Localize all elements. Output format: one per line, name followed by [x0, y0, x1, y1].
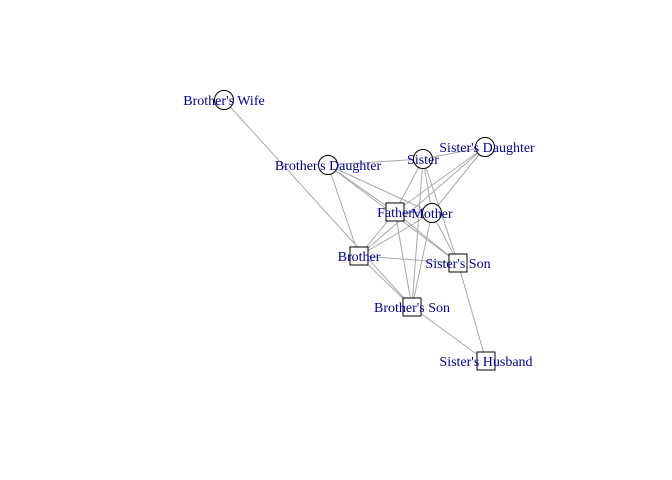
- edge-sister-to-brothers-son: [411, 158, 424, 308]
- edge-sisters-son-to-sisters-husband: [457, 262, 487, 362]
- node-sisters-daughter: [475, 137, 495, 157]
- node-sisters-son: [448, 253, 468, 273]
- label-brother: Brother: [338, 250, 381, 265]
- label-sister: Sister: [407, 153, 439, 168]
- node-mother: [422, 203, 442, 223]
- edge-brothers-wife-to-brothers-son: [223, 99, 413, 308]
- label-mother: Mother: [411, 207, 453, 222]
- node-layer: [214, 90, 496, 371]
- edge-brothers-daughter-to-brother: [327, 164, 360, 257]
- edge-brother-to-sisters-son: [358, 255, 459, 264]
- node-brothers-son: [402, 297, 422, 317]
- label-sisters-son: Sister's Son: [425, 257, 490, 272]
- label-brothers-wife: Brother's Wife: [183, 94, 264, 109]
- edge-brothers-daughter-to-mother: [327, 164, 433, 214]
- node-sister: [413, 149, 433, 169]
- edge-sister-to-sisters-daughter: [422, 146, 486, 160]
- label-sisters-daughter: Sister's Daughter: [439, 141, 535, 156]
- edge-layer: [223, 99, 487, 362]
- node-sisters-husband: [476, 351, 496, 371]
- label-brothers-daughter: Brother's Daughter: [275, 159, 382, 174]
- node-brother: [349, 246, 369, 266]
- edge-sisters-daughter-to-mother: [431, 146, 486, 214]
- label-brothers-son: Brother's Son: [374, 301, 450, 316]
- node-brothers-wife: [214, 90, 234, 110]
- node-brothers-daughter: [318, 155, 338, 175]
- edge-brothers-son-to-sisters-husband: [411, 306, 487, 362]
- edge-sisters-daughter-to-brother: [358, 146, 486, 257]
- node-father: [385, 202, 405, 222]
- edge-sisters-daughter-to-father: [394, 146, 486, 213]
- edge-sister-to-brothers-daughter: [327, 158, 424, 166]
- label-father: Father: [377, 206, 413, 221]
- label-sisters-husband: Sister's Husband: [439, 355, 532, 370]
- edge-mother-to-brother: [358, 212, 433, 257]
